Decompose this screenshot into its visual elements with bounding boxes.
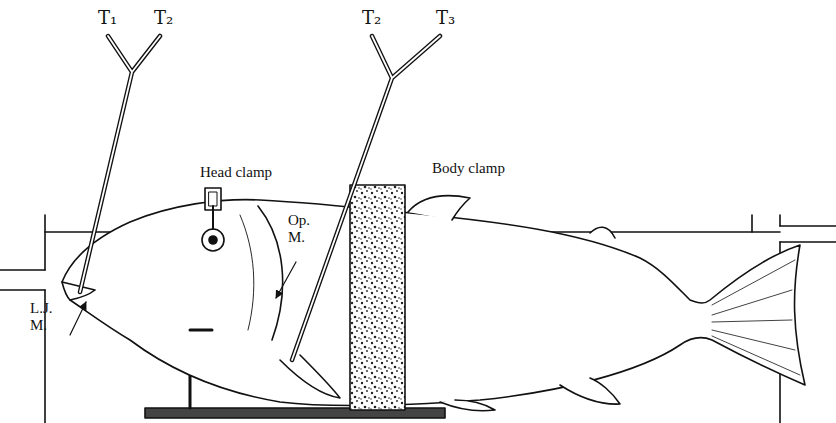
pectoral-fin: [280, 355, 340, 398]
tank-wall: [779, 215, 781, 226]
clamp-stand: [190, 329, 212, 332]
fish-body: [62, 200, 805, 406]
thermocouple-label: T₂: [362, 8, 381, 29]
part-label: Head clamp: [200, 164, 272, 181]
anal-fin: [560, 378, 620, 404]
thermocouple-probe: [80, 36, 160, 292]
preoperculum: [240, 215, 254, 330]
pupil: [209, 236, 217, 244]
tail-rays: [712, 260, 800, 375]
thermocouple-label: T₁: [98, 8, 117, 29]
inlet-pipe: [0, 269, 45, 271]
part-label: L.J. M.: [30, 300, 66, 335]
tank-wall: [44, 215, 46, 270]
thermocouple-label: T₃: [436, 8, 455, 29]
head-clamp: [209, 192, 217, 206]
thermocouple-label: T₂: [154, 8, 173, 29]
body-clamp: [350, 185, 405, 410]
eye: [202, 229, 224, 251]
weir: [751, 215, 753, 232]
outlet-pipe: [780, 225, 836, 227]
leader-line: [70, 302, 86, 335]
pelvic-fin: [440, 400, 495, 411]
operculum: [258, 206, 283, 340]
adipose-fin: [590, 227, 615, 238]
inlet-pipe: [0, 289, 45, 291]
dorsal-fin: [408, 196, 470, 220]
leader-line: [276, 262, 296, 298]
outlet-pipe: [780, 241, 836, 243]
part-label: Body clamp: [432, 160, 505, 177]
thermocouple-probe: [292, 36, 440, 360]
part-label: Op. M.: [288, 212, 324, 247]
head-clamp-pin: [212, 206, 214, 229]
